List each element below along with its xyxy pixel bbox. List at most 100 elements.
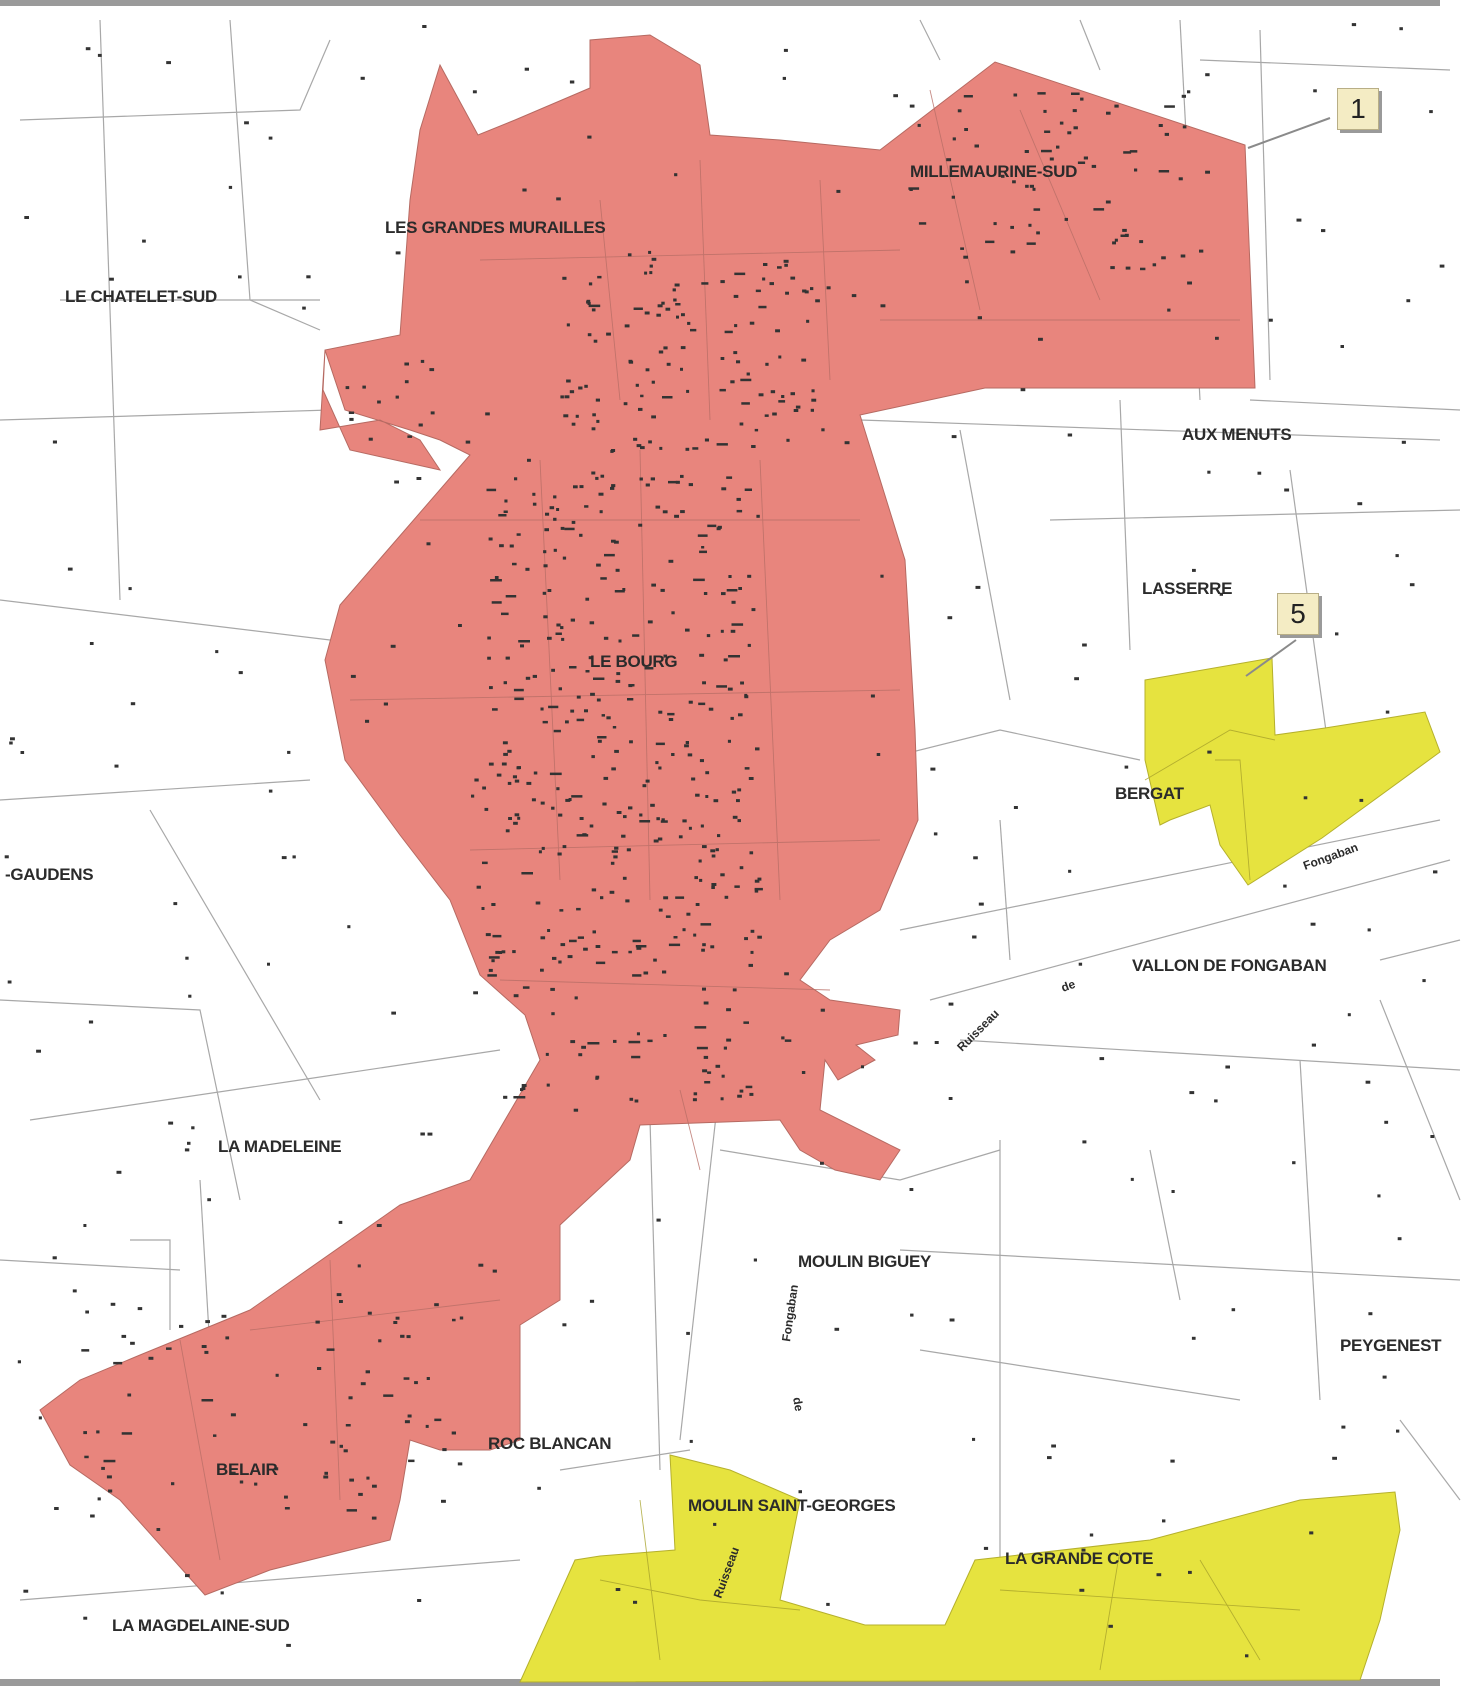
building-dot [784,1039,792,1042]
building-dot [501,950,506,954]
building-dot [649,271,653,275]
callout-5-leader [1245,639,1297,677]
building-dot [749,851,754,855]
building-dot [231,1471,236,1475]
building-dot [810,287,814,291]
building-dot [1026,242,1036,245]
building-dot [1129,150,1138,153]
building-dot [737,788,742,792]
building-dot [1130,1177,1134,1181]
building-dot [744,488,752,491]
building-dot [549,772,562,776]
building-dot [666,362,671,366]
building-dot [517,766,521,770]
building-dot [10,737,15,741]
building-dot [680,510,685,514]
building-dot [1074,677,1079,681]
building-dot [697,534,708,537]
building-dot [403,1377,410,1380]
building-dot [736,509,743,513]
building-dot [592,413,596,417]
building-dot [488,968,493,972]
building-dot [826,1602,830,1606]
building-dot [587,333,592,337]
callout-zone-1: 1 [1337,88,1379,130]
building-dot [694,1026,707,1029]
building-dot [603,776,609,780]
building-dot [634,1099,639,1103]
building-dot [1064,217,1068,221]
building-dot [632,974,642,977]
building-dot [267,962,270,966]
building-dot [614,749,619,753]
building-dot [909,104,915,108]
building-dot [567,955,573,959]
stream-fongaban-2: Fongaban [779,1284,801,1343]
label-la-magdelaine-sud: LA MAGDELAINE-SUD [112,1616,290,1635]
building-dot [559,909,564,912]
label-aux-menuts: AUX MENUTS [1182,425,1291,444]
building-dot [566,379,571,383]
building-dot [1114,238,1118,242]
building-dot [614,846,619,850]
building-dot [1199,249,1204,253]
building-dot [553,729,561,733]
building-dot [750,929,755,933]
building-dot [562,845,567,849]
building-dot [357,1264,361,1268]
building-dot [1013,806,1018,809]
building-dot [668,480,677,484]
building-dot [349,417,354,421]
building-dot [303,1423,308,1427]
building-dot [514,813,520,817]
building-dot [85,47,91,51]
building-dot [674,283,680,287]
building-dot [1401,440,1406,444]
building-dot [749,321,755,325]
building-dot [972,1437,976,1441]
building-dot [1112,241,1116,245]
building-dot [639,477,643,481]
building-dot [487,974,497,977]
building-dot [584,505,589,508]
zone-1-polygon [39,34,1256,1596]
building-dot [215,650,219,654]
building-dot [681,313,685,317]
building-dot [960,247,964,250]
building-dot [490,579,502,582]
building-dot [418,423,423,427]
building-dot [1078,962,1083,966]
building-dot [1099,1057,1105,1061]
building-dot [106,1475,112,1479]
building-dot [622,876,627,880]
building-dot [457,1462,463,1466]
building-dot [553,517,557,521]
building-dot [420,359,425,363]
building-dot [633,307,643,310]
building-dot [653,839,659,843]
building-dot [587,135,592,139]
building-dot [613,855,618,859]
building-dot [765,362,769,366]
building-dot [512,562,517,566]
building-dot [540,968,544,972]
building-dot [655,761,659,765]
building-dot [367,1311,372,1315]
building-dot [96,1430,100,1434]
building-dot [391,1011,396,1015]
building-dot [503,1095,508,1099]
building-dot [495,950,500,954]
building-dot [698,859,702,863]
building-dot [52,440,57,444]
building-dot [486,488,497,492]
building-dot [645,368,650,372]
building-dot [1024,150,1029,153]
building-dot [801,358,807,362]
building-dot [616,672,621,676]
building-dot [983,1546,989,1550]
building-dot [185,956,189,960]
building-dot [1397,1237,1402,1241]
building-dot [368,437,373,441]
building-dot [740,681,744,685]
stream-de-2: de [790,1396,806,1413]
